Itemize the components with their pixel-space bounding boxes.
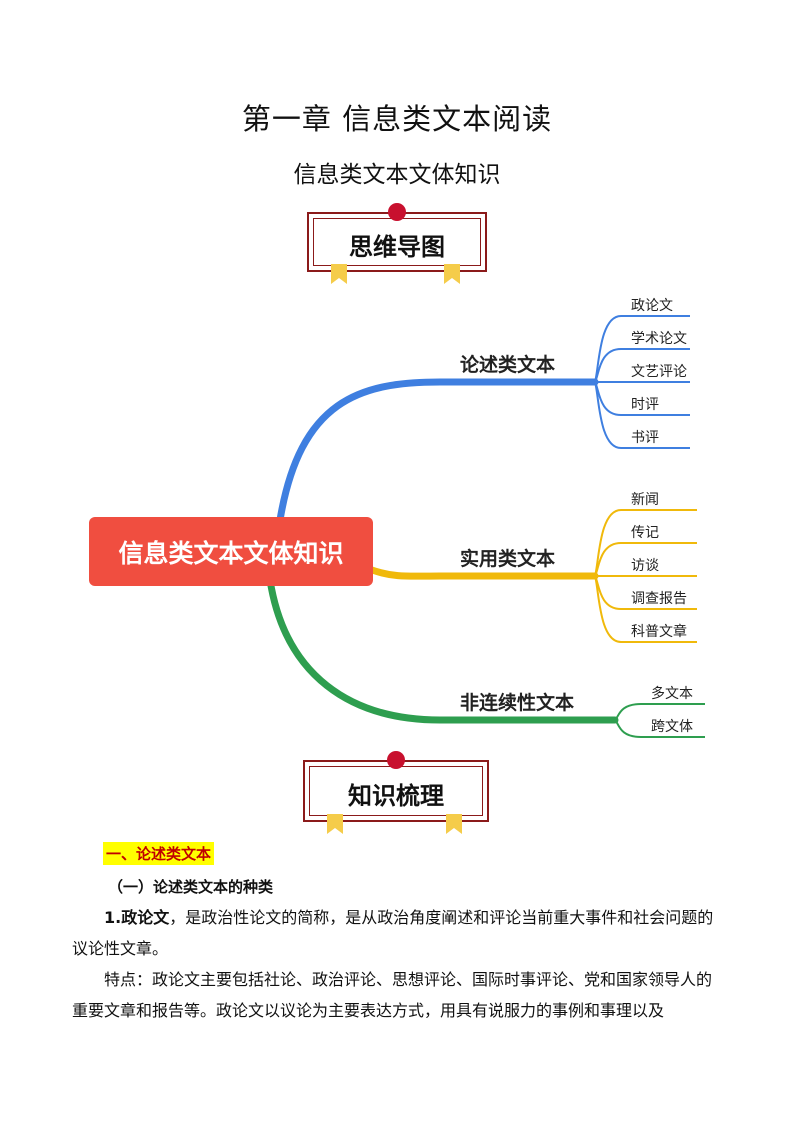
leaf-label: 调查报告 <box>631 591 687 607</box>
heading-argumentative-text: 一、论述类文本 <box>103 842 215 865</box>
leaf-connector <box>594 542 697 577</box>
ribbon-icon <box>327 814 343 834</box>
pin-icon <box>387 751 405 769</box>
leaf-label: 传记 <box>631 525 659 541</box>
leaf-label: 新闻 <box>631 492 659 508</box>
branch-connector <box>276 378 599 524</box>
chapter-title: 第一章 信息类文本阅读 <box>241 102 553 136</box>
leaf-label: 多文本 <box>651 685 693 702</box>
paragraph-text: ，是政治性论文的简称，是从政治角度阐述和评论当前重大事件和社会问题的议论性文章。 <box>72 908 714 958</box>
pin-icon <box>388 203 406 221</box>
term-political-essay: 1.政论文 <box>104 908 170 927</box>
leaf-label: 时评 <box>631 397 659 413</box>
paragraph-features: 特点：政论文主要包括社论、政治评论、思想评论、国际时事评论、党和国家领导人的重要… <box>72 970 713 1020</box>
branch-label: 论述类文本 <box>460 353 555 376</box>
branch-label: 实用类文本 <box>460 547 555 570</box>
ribbon-icon <box>446 814 462 834</box>
leaf-label: 学术论文 <box>631 331 687 347</box>
leaf-label: 科普文章 <box>631 623 687 640</box>
leaf-label: 访谈 <box>631 558 659 574</box>
mindmap-banner-label: 思维导图 <box>349 233 445 261</box>
mind-map: 论述类文本政论文学术论文文艺评论时评书评实用类文本新闻传记访谈调查报告科普文章非… <box>89 298 705 738</box>
knowledge-banner-label: 知识梳理 <box>348 782 444 810</box>
subheading-types: （一）论述类文本的种类 <box>108 878 274 896</box>
branch-connector <box>368 566 599 580</box>
leaf-connector <box>594 575 697 643</box>
leaf-label: 书评 <box>631 430 659 446</box>
leaf-label: 文艺评论 <box>631 364 687 380</box>
leaf-label: 跨文体 <box>651 719 693 735</box>
root-node <box>89 517 373 586</box>
ribbon-icon <box>444 264 460 284</box>
leaf-connector <box>594 381 690 449</box>
leaf-connector <box>614 703 705 721</box>
branch-label: 非连续性文本 <box>460 691 574 714</box>
paragraph-political-essay: 1.政论文，是政治性论文的简称，是从政治角度阐述和评论当前重大事件和社会问题的议… <box>72 902 722 964</box>
branch-connector <box>266 576 619 724</box>
section-title: 信息类文本文体知识 <box>293 162 501 188</box>
leaf-connector <box>614 719 705 738</box>
mindmap-banner: 思维导图 <box>307 203 487 272</box>
ribbon-icon <box>331 264 347 284</box>
leaf-connector <box>594 348 690 383</box>
leaf-label: 政论文 <box>631 298 673 314</box>
root-node-label: 信息类文本文体知识 <box>118 539 343 568</box>
knowledge-banner: 知识梳理 <box>303 751 489 822</box>
